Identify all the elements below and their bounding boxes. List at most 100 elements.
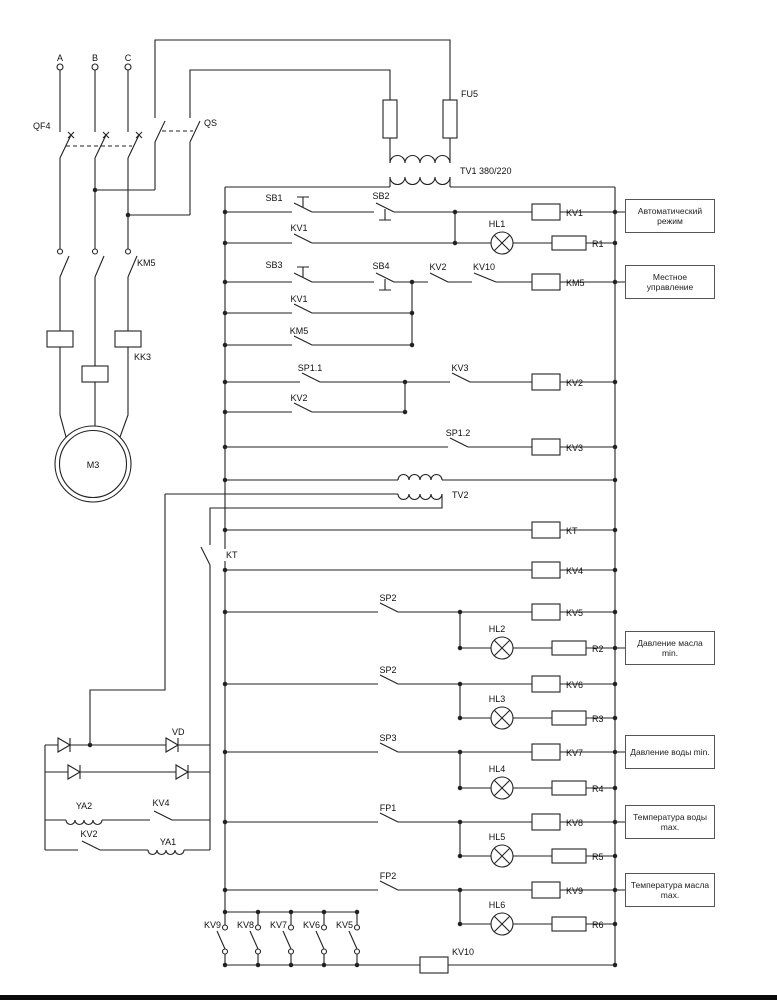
junction-dots [87,187,618,968]
terminal [91,63,99,71]
labels: A B C QF4 QS FU5 TV1 380/220 TV2 KM5 KK3… [33,53,604,957]
label-sp2-2: SP2 [379,665,396,675]
label-kv2-contact: KV2 [429,262,446,272]
resistor-r6 [551,916,587,932]
label-sb1: SB1 [265,193,282,203]
fuse-icon [382,99,398,139]
label-r6: R6 [592,920,604,930]
coil-kv6 [531,675,561,693]
label-r3: R3 [592,714,604,724]
resistor-r3 [551,710,587,726]
coil-kv10 [419,956,449,974]
bottom-edge [0,995,777,1000]
label-sp1-2: SP1.2 [446,428,471,438]
resistor-r2 [551,640,587,656]
coil-kv7 [531,743,561,761]
label-kv2-seal: KV2 [290,393,307,403]
winding-symbols [65,155,451,856]
label-hl6: HL6 [489,900,506,910]
label-kv4-contact: KV4 [152,798,169,808]
coil-kv5 [531,603,561,621]
terminal [254,924,262,931]
terminal [353,948,361,955]
label-kv3-coil: KV3 [566,443,583,453]
label-tv1: TV1 380/220 [460,166,512,176]
terminal [353,924,361,931]
label-kv8-coil: KV8 [566,818,583,828]
terminal [254,948,262,955]
wires [44,39,625,966]
label-kv1-coil: KV1 [566,208,583,218]
motor-icon-inner [58,429,128,499]
label-interlock-kv8: KV8 [237,920,254,930]
annotation-automatic-mode: Автоматический режим [625,199,715,233]
label-phase-c: C [125,53,132,63]
label-r1: R1 [592,239,604,249]
label-km5-coil: KM5 [566,278,585,288]
label-sp1-1: SP1.1 [298,363,323,373]
label-kv2-coil: KV2 [566,378,583,388]
resistor-r1 [551,235,587,251]
label-kv3-contact: KV3 [451,363,468,373]
label-sp2-1: SP2 [379,593,396,603]
label-kv1-contact: KV1 [290,294,307,304]
label-kv5-coil: KV5 [566,608,583,618]
label-m3: M3 [87,460,100,470]
contact-symbols [59,120,497,950]
label-hl4: HL4 [489,764,506,774]
diode-icon [67,764,82,780]
lamp-crosses [494,235,510,932]
label-hl1: HL1 [489,219,506,229]
label-kt-coil: KT [566,526,578,536]
label-kv1-seal: KV1 [290,223,307,233]
thermal-relay-icon [114,330,142,348]
label-sb2: SB2 [372,191,389,201]
annotation-oil-pressure-min: Давление масла min. [625,631,715,665]
terminal [124,248,132,255]
thermal-relay-icon [81,365,109,383]
label-km5-main: KM5 [137,258,156,268]
label-sp3: SP3 [379,733,396,743]
label-interlock-kv6: KV6 [303,920,320,930]
terminal [91,248,99,255]
label-hl5: HL5 [489,832,506,842]
resistor-r4 [551,780,587,796]
label-kv2-dc-contact: KV2 [80,829,97,839]
coil-kv9 [531,881,561,899]
diode-icon [57,737,72,753]
thermal-relay-icon [46,330,74,348]
annotation-water-pressure-min: Давление воды min. [625,735,715,769]
label-phase-a: A [57,53,63,63]
label-kv9-coil: KV9 [566,886,583,896]
label-mask [223,549,241,561]
terminal [320,948,328,955]
label-kk3: KK3 [134,352,151,362]
mechanical-linkage [66,130,193,147]
label-sb4: SB4 [372,261,389,271]
label-r5: R5 [592,852,604,862]
diode-icon [165,737,180,753]
label-kv10-coil: KV10 [452,947,474,957]
label-fp2: FP2 [380,871,397,881]
label-kv10-contact: KV10 [473,262,495,272]
terminal [56,248,64,255]
label-hl3: HL3 [489,694,506,704]
label-kv7-coil: KV7 [566,748,583,758]
label-fu5: FU5 [461,89,478,99]
label-sb3: SB3 [265,260,282,270]
coil-kv1 [531,203,561,221]
label-qs: QS [204,118,217,128]
coil-kv8 [531,813,561,831]
label-ya2: YA2 [76,801,92,811]
label-r4: R4 [592,784,604,794]
fuse-icon [442,99,458,139]
coil-kv3 [531,438,561,456]
label-interlock-kv7: KV7 [270,920,287,930]
terminal [221,924,229,931]
terminal [320,924,328,931]
label-km5-contact: KM5 [290,326,309,336]
label-fp1: FP1 [380,803,397,813]
label-kv4-coil: KV4 [566,566,583,576]
